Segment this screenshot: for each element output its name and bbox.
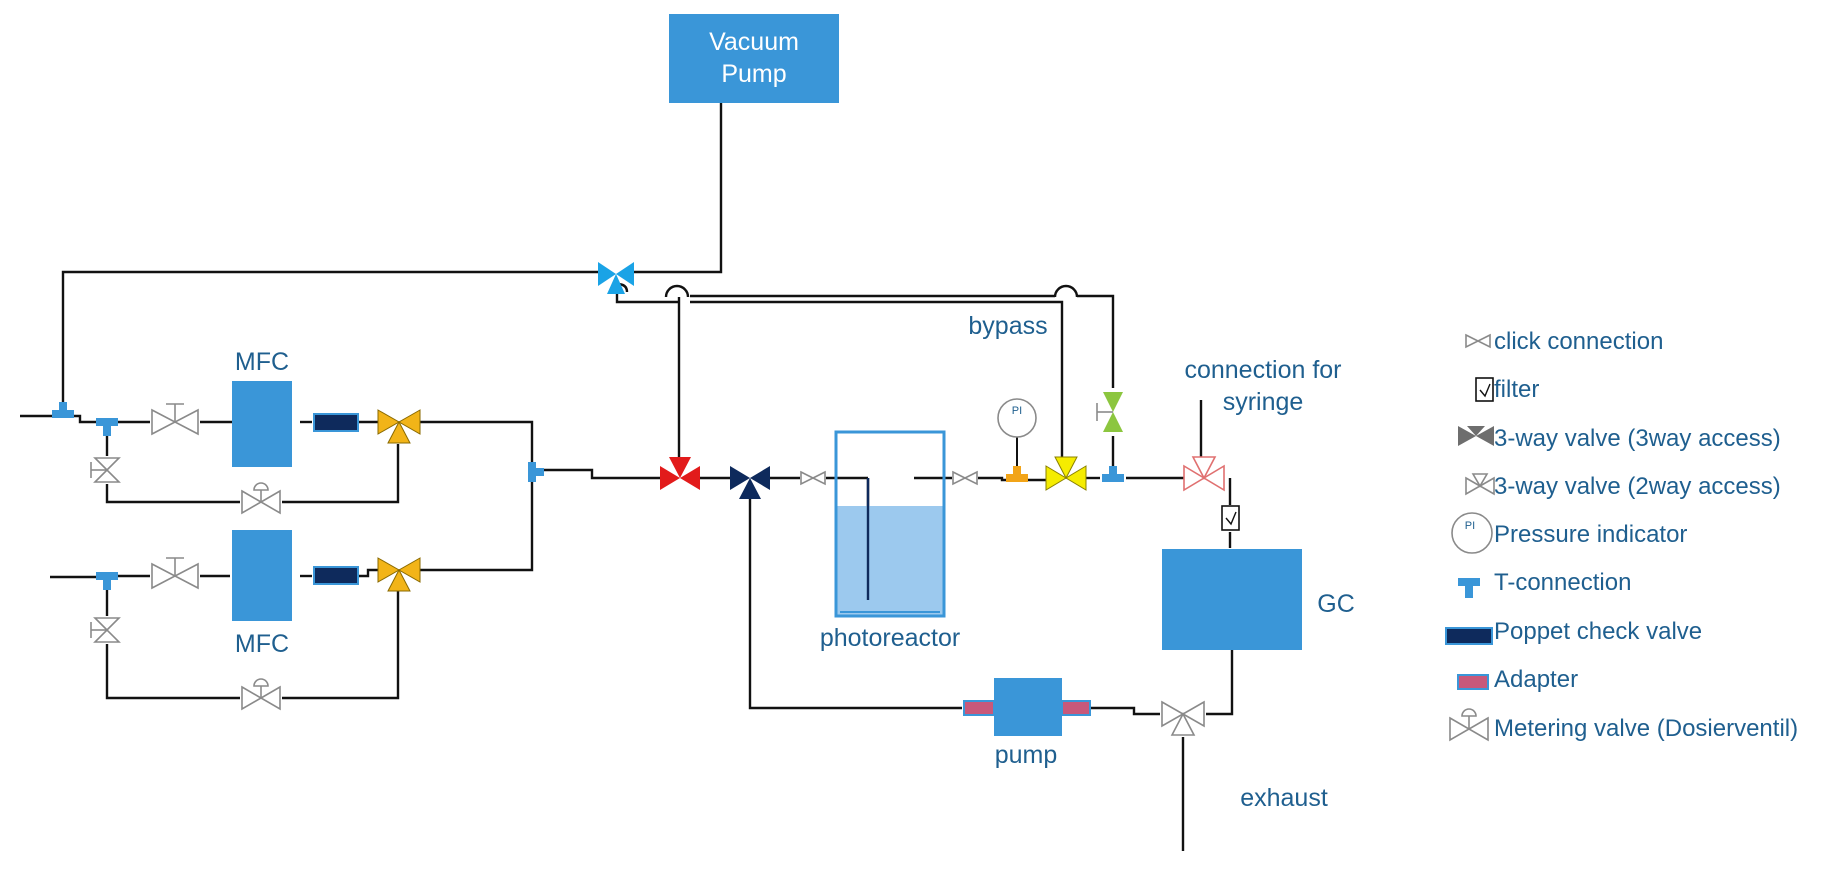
three-way-valve-2way-icon: [1465, 473, 1495, 496]
poppet-check-valve-icon: [1445, 627, 1493, 645]
three-way-valve-navy[interactable]: [730, 466, 770, 499]
legend-label-pressure-indicator: Pressure indicator: [1494, 521, 1687, 548]
exhaust-label: exhaust: [1240, 784, 1328, 812]
syringe-label-1: connection for: [1184, 356, 1341, 384]
adapter-icon: [1457, 674, 1489, 690]
valve-bottom-bypass-vertical[interactable]: [90, 617, 121, 643]
vacuum-pump-label-2: Pump: [721, 60, 786, 88]
gc-label: GC: [1317, 590, 1355, 618]
filter-icon: [1475, 377, 1494, 402]
three-way-valve-3way-icon: [1458, 426, 1494, 446]
t-connection-right: [1102, 466, 1124, 482]
legend-pi-symbol: PI: [1465, 520, 1475, 532]
t-connection-orange: [1006, 466, 1028, 482]
click-connection-outlet[interactable]: [952, 470, 978, 486]
three-way-valve-orange-bottom[interactable]: [377, 557, 421, 592]
pump-box: [994, 678, 1062, 736]
poppet-check-valve-top: [313, 413, 359, 432]
three-way-valve-red[interactable]: [660, 457, 700, 490]
legend-label-click-connection: click connection: [1494, 328, 1663, 355]
vacuum-pump-label-1: Vacuum: [709, 28, 799, 56]
legend-label-adapter: Adapter: [1494, 666, 1578, 693]
click-connection-inlet[interactable]: [800, 470, 826, 486]
bypass-label: bypass: [968, 312, 1047, 340]
pressure-indicator-label: PI: [1012, 405, 1022, 417]
legend-label-3way-2way: 3-way valve (2way access): [1494, 473, 1781, 500]
three-way-valve-cyan[interactable]: [598, 262, 634, 294]
three-way-valve-yellow[interactable]: [1045, 456, 1087, 491]
photoreactor-label: photoreactor: [820, 624, 960, 652]
t-connection-top-left: [96, 418, 118, 436]
pump-label: pump: [995, 741, 1058, 769]
syringe-label-2: syringe: [1223, 388, 1304, 416]
click-connection-icon: [1465, 333, 1491, 349]
adapter-left: [963, 700, 995, 716]
valve-green[interactable]: [1096, 392, 1123, 432]
metering-valve-bottom[interactable]: [241, 678, 281, 711]
valve-top-feed[interactable]: [151, 403, 199, 436]
filter: [1221, 505, 1240, 531]
three-way-valve-orange-top[interactable]: [377, 409, 421, 444]
gc-box: [1162, 549, 1302, 650]
mfc-top-label: MFC: [235, 348, 289, 376]
mfc-box-top: [232, 381, 292, 467]
vacuum-pump-box: Vacuum Pump: [669, 14, 839, 103]
metering-valve-icon: [1449, 708, 1489, 742]
photoreactor: [834, 430, 946, 618]
valve-bottom-feed[interactable]: [151, 557, 199, 590]
three-way-valve-exhaust[interactable]: [1161, 700, 1205, 736]
mfc-box-bottom: [232, 530, 292, 621]
poppet-check-valve-bottom: [313, 566, 359, 585]
legend-label-t-connection: T-connection: [1494, 569, 1631, 596]
legend-label-3way-3way: 3-way valve (3way access): [1494, 425, 1781, 452]
three-way-valve-syringe[interactable]: [1183, 456, 1225, 492]
legend-label-poppet-check-valve: Poppet check valve: [1494, 618, 1702, 645]
valve-top-bypass-vertical[interactable]: [90, 457, 121, 483]
t-connection-merge: [528, 462, 544, 482]
pressure-indicator-icon: PI: [1451, 512, 1493, 554]
legend: click connection filter 3-way valve (3wa…: [1445, 328, 1798, 742]
pressure-indicator: PI: [997, 398, 1037, 466]
adapter-right: [1061, 700, 1091, 716]
legend-label-filter: filter: [1494, 376, 1539, 403]
legend-label-metering-valve: Metering valve (Dosierventil): [1494, 715, 1798, 742]
t-connection-bottom-left: [96, 572, 118, 590]
mfc-bottom-label: MFC: [235, 630, 289, 658]
t-connection-icon: [1458, 578, 1480, 598]
metering-valve-top[interactable]: [241, 482, 281, 515]
t-connection-main: [52, 402, 74, 418]
